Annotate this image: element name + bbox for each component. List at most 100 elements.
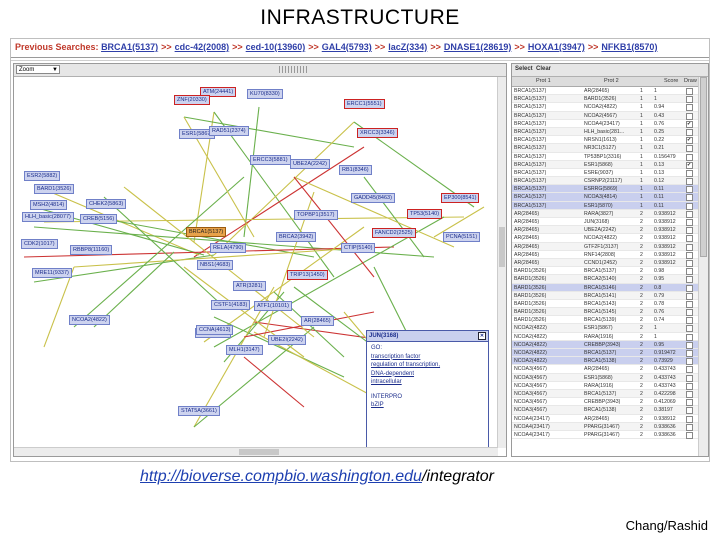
draw-checkbox[interactable] xyxy=(686,210,693,218)
annotation-link[interactable]: regulation of transcription, xyxy=(371,362,441,368)
bioverse-link[interactable]: http://bioverse.compbio.washington.edu xyxy=(140,468,422,485)
protein-node[interactable]: TRIP13(1450) xyxy=(287,270,328,280)
draw-checkbox[interactable] xyxy=(686,300,693,308)
draw-checkbox[interactable] xyxy=(686,128,693,136)
select-button[interactable]: Select xyxy=(515,66,533,72)
protein-node[interactable]: TOPBP1(3517) xyxy=(294,210,338,220)
annotation-link[interactable]: transcription factor xyxy=(371,353,421,360)
protein-node[interactable]: NCOA2(4822) xyxy=(69,315,110,325)
draw-checkbox[interactable] xyxy=(686,382,693,390)
protein-node[interactable]: CHEK2(5863) xyxy=(86,199,127,209)
protein-node[interactable]: HLH_basic(28077) xyxy=(22,212,74,222)
annotation-link[interactable]: bZIP xyxy=(371,402,384,408)
col-header-prot1[interactable]: Prot 1 xyxy=(536,78,551,84)
draw-checkbox[interactable] xyxy=(686,251,693,259)
annotation-link[interactable]: intracellular xyxy=(371,379,402,385)
protein-node[interactable]: RB1(8346) xyxy=(339,165,372,175)
protein-node[interactable]: PCNA(5151) xyxy=(443,232,481,242)
protein-node[interactable]: CCNA(4613) xyxy=(196,325,234,335)
protein-node[interactable]: BRCA1(5137) xyxy=(186,227,227,237)
close-icon[interactable]: ✕ xyxy=(478,332,486,340)
protein-node[interactable]: KU70(8330) xyxy=(247,89,283,99)
protein-node[interactable]: GADD45(8463) xyxy=(351,193,395,203)
draw-checkbox[interactable] xyxy=(686,276,693,284)
protein-node[interactable]: RAD51(2374) xyxy=(209,126,249,136)
protein-node[interactable]: ZNF(20330) xyxy=(174,95,210,105)
protein-node[interactable]: ERCC1(5551) xyxy=(344,99,385,109)
protein-node[interactable]: XRCC3(3346) xyxy=(357,128,398,138)
breadcrumb-search-link[interactable]: HOXA1(3947) xyxy=(527,42,585,52)
protein-node[interactable]: MSH2(4814) xyxy=(30,200,68,210)
draw-checkbox[interactable] xyxy=(686,309,693,317)
draw-checkbox[interactable] xyxy=(686,431,693,439)
protein-node[interactable]: ERCC3(5881) xyxy=(250,155,291,165)
protein-node[interactable]: MRE11(9337) xyxy=(32,268,72,278)
draw-checkbox[interactable] xyxy=(686,202,693,210)
draw-checkbox[interactable] xyxy=(686,88,693,95)
draw-checkbox[interactable] xyxy=(686,235,693,243)
protein-node[interactable]: UBE2A(2242) xyxy=(290,159,330,169)
protein-node[interactable]: BRCA2(3942) xyxy=(276,232,317,242)
annotation-link[interactable]: DNA-dependent xyxy=(371,370,415,377)
draw-checkbox[interactable] xyxy=(686,120,693,128)
scroll-thumb[interactable] xyxy=(499,227,505,267)
protein-node[interactable]: CDK2(1017) xyxy=(21,239,58,249)
protein-node[interactable]: ATM(24441) xyxy=(200,87,237,97)
draw-checkbox[interactable] xyxy=(686,292,693,300)
protein-node[interactable]: CTIP(5140) xyxy=(341,243,376,253)
draw-checkbox[interactable] xyxy=(686,341,693,349)
scroll-thumb[interactable] xyxy=(700,77,707,257)
col-header-prot2[interactable]: Prot 2 xyxy=(604,78,619,84)
draw-checkbox[interactable] xyxy=(686,186,693,194)
draw-checkbox[interactable] xyxy=(686,284,693,292)
draw-checkbox[interactable] xyxy=(686,219,693,226)
protein-node[interactable]: FANCD2(2525) xyxy=(372,228,416,238)
table-vertical-scrollbar[interactable] xyxy=(698,77,708,456)
clear-button[interactable]: Clear xyxy=(536,66,552,72)
breadcrumb-search-link[interactable]: GAL4(5793) xyxy=(321,42,372,52)
breadcrumb-search-link[interactable]: lacZ(334) xyxy=(388,42,428,52)
protein-node[interactable]: RBBP8(11160) xyxy=(70,245,113,255)
draw-checkbox[interactable] xyxy=(686,178,693,186)
protein-node[interactable]: RELA(4790) xyxy=(210,243,247,253)
protein-node[interactable]: AR(28465) xyxy=(301,316,334,326)
protein-node[interactable]: NBS1(4683) xyxy=(197,260,234,270)
draw-checkbox[interactable] xyxy=(686,104,693,112)
protein-node[interactable]: CREB(5156) xyxy=(80,214,118,224)
protein-node[interactable]: ATR(3281) xyxy=(233,281,266,291)
draw-checkbox[interactable] xyxy=(686,112,693,120)
toolbar-grip-handle[interactable] xyxy=(279,66,309,73)
draw-checkbox[interactable] xyxy=(686,399,693,407)
breadcrumb-search-link[interactable]: ced-10(13960) xyxy=(245,42,306,52)
network-graph-panel[interactable]: Zoom ▼ ATM(24441)KU70(8330)ZNF(20330)ERC… xyxy=(13,63,507,457)
draw-checkbox[interactable] xyxy=(686,374,693,382)
draw-checkbox[interactable] xyxy=(686,259,693,267)
draw-checkbox[interactable] xyxy=(686,423,693,431)
draw-checkbox[interactable] xyxy=(686,96,693,104)
